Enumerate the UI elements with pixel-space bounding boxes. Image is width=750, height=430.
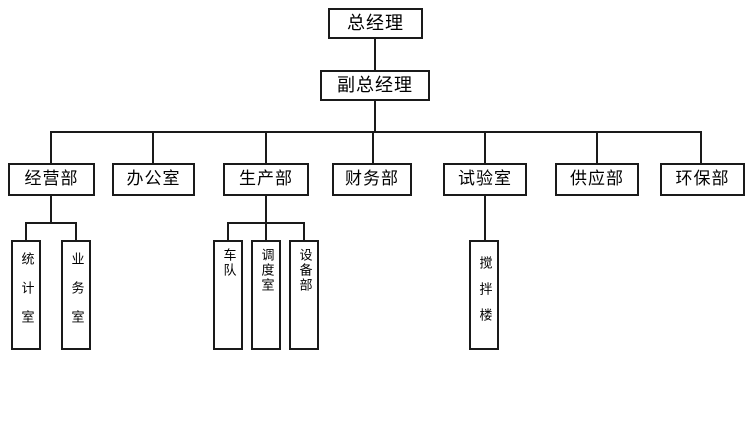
node-department-huanbaobu-label: 环保部 [675, 169, 730, 189]
node-department-jingyingbu[interactable]: 经营部 [8, 163, 95, 196]
connector-drop-shengchanbu [265, 131, 267, 163]
connector-jingyingbu-bus [25, 222, 77, 224]
connector-department-bus [50, 131, 702, 133]
connector-drop-yewushi [75, 222, 77, 240]
node-department-shengchanbu-label: 生产部 [239, 169, 293, 189]
node-general-manager-label: 总经理 [347, 12, 404, 34]
node-department-bangongshi-label: 办公室 [126, 169, 181, 189]
node-department-gongyingbu-label: 供应部 [570, 169, 624, 189]
connector-shengchanbu-stem [265, 195, 267, 222]
connector-drop-cheduii [227, 222, 229, 240]
node-department-bangongshi[interactable]: 办公室 [112, 163, 195, 196]
node-department-shiyanshi-label: 试验室 [458, 169, 512, 189]
connector-drop-bangongshi [152, 131, 154, 163]
node-department-huanbaobu[interactable]: 环保部 [660, 163, 745, 196]
node-subunit-tongjishi-label: 统计室 [18, 252, 34, 339]
connector-shiyanshi-stem [484, 195, 486, 240]
connector-drop-huanbaobu [700, 131, 702, 163]
node-subunit-jiaobanlou-label: 搅拌楼 [476, 256, 492, 334]
node-department-caiwubu-label: 财务部 [345, 169, 399, 189]
node-department-shiyanshi[interactable]: 试验室 [443, 163, 527, 196]
node-subunit-yewushi-label: 业务室 [68, 252, 84, 339]
node-subunit-diaodushi-label: 调度室 [258, 248, 274, 293]
node-subunit-tongjishi[interactable]: 统计室 [11, 240, 41, 350]
node-subunit-cheduii[interactable]: 车队 [213, 240, 243, 350]
connector-drop-shiyanshi [484, 131, 486, 163]
connector-drop-shebeibu [303, 222, 305, 240]
node-department-jingyingbu-label: 经营部 [24, 169, 79, 189]
node-department-gongyingbu[interactable]: 供应部 [555, 163, 639, 196]
connector-drop-tongjishi [25, 222, 27, 240]
connector-gm-to-deputy [374, 38, 376, 70]
connector-drop-gongyingbu [596, 131, 598, 163]
connector-deputy-to-bus [374, 100, 376, 131]
node-subunit-jiaobanlou[interactable]: 搅拌楼 [469, 240, 499, 350]
node-subunit-yewushi[interactable]: 业务室 [61, 240, 91, 350]
node-department-shengchanbu[interactable]: 生产部 [223, 163, 309, 196]
node-general-manager[interactable]: 总经理 [328, 8, 423, 39]
connector-drop-jingyingbu [50, 131, 52, 163]
node-subunit-diaodushi[interactable]: 调度室 [251, 240, 281, 350]
node-subunit-shebeibu[interactable]: 设备部 [289, 240, 319, 350]
connector-drop-caiwubu [372, 131, 374, 163]
node-department-caiwubu[interactable]: 财务部 [332, 163, 412, 196]
node-subunit-shebeibu-label: 设备部 [296, 248, 312, 293]
connector-jingyingbu-stem [50, 195, 52, 222]
node-deputy-general-manager-label: 副总经理 [337, 74, 413, 96]
node-subunit-cheduii-label: 车队 [220, 248, 236, 278]
node-deputy-general-manager[interactable]: 副总经理 [320, 70, 430, 101]
connector-drop-diaodushi [265, 222, 267, 240]
